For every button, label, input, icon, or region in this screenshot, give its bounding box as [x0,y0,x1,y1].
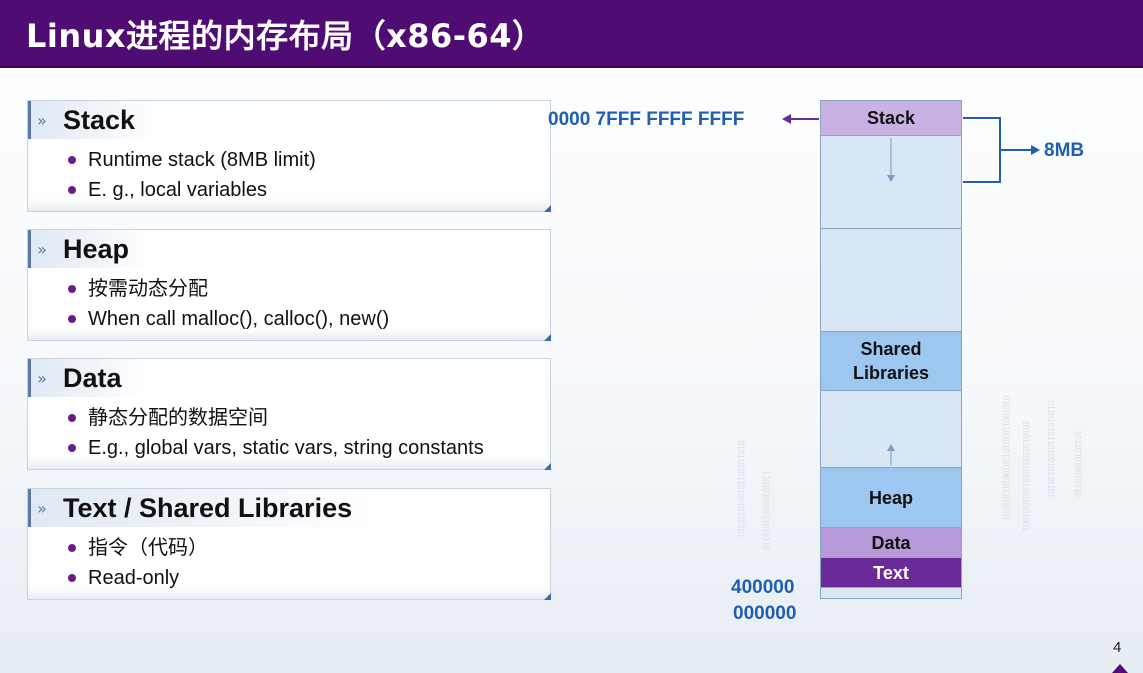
bullet-dot-icon [68,544,76,552]
memory-segment-base [820,587,962,599]
bullet-dot-icon [68,414,76,422]
background-binary-decoration: 1010110100101011010101001 [1020,420,1030,531]
card-header: » Data [28,359,144,397]
bullet-list: 指令（代码） Read-only [68,533,208,593]
double-chevron-icon: » [28,101,53,139]
list-item: 静态分配的数据空间 [68,403,484,433]
bullet-dot-icon [68,186,76,194]
bottom-address-line1: 400000 [731,577,795,598]
slide-header: Linux进程的内存布局（x86-64） [0,0,1143,68]
slide-title: Linux进程的内存布局（x86-64） [26,17,545,55]
background-binary-decoration: 0101101011010010110101 [735,440,745,538]
bullet-dot-icon [68,315,76,323]
list-item: 按需动态分配 [68,274,389,304]
bullet-text: Read-only [88,567,180,589]
card-header: » Stack [28,101,158,139]
memory-segment-heap: Heap [820,467,962,528]
list-item: Read-only [68,563,208,593]
bullet-list: 静态分配的数据空间 E.g., global vars, static vars… [68,403,484,463]
stack-grows-down-arrow-icon [887,138,895,182]
memory-segment-stack: Stack [820,100,962,136]
list-item: When call malloc(), calloc(), new() [68,304,389,334]
bullet-dot-icon [68,285,76,293]
bullet-dot-icon [68,156,76,164]
top-address-label: 0000 7FFF FFFF FFFF [548,109,745,130]
card-header: » Text / Shared Libraries [28,489,375,527]
bullet-list: Runtime stack (8MB limit) E. g., local v… [68,145,316,205]
heap-grows-up-arrow-icon [887,444,895,465]
double-chevron-icon: » [28,359,53,397]
heap-card: » Heap 按需动态分配 When call malloc(), calloc… [27,229,551,341]
list-item: E.g., global vars, static vars, string c… [68,433,484,463]
list-item: E. g., local variables [68,175,316,205]
stack-size-bracket-icon [963,117,1040,183]
bullet-dot-icon [68,444,76,452]
background-binary-decoration: 101101010010110 [1072,430,1082,497]
page-number: 4 [1113,639,1122,656]
card-title: Heap [63,233,130,264]
card-title: Data [63,362,122,393]
bullet-text: E. g., local variables [88,179,267,201]
bottom-address-line2: 000000 [733,603,797,624]
top-address-arrow-icon [782,114,819,124]
list-item: Runtime stack (8MB limit) [68,145,316,175]
bullet-dot-icon [68,574,76,582]
corner-triangle-icon [1112,664,1128,673]
double-chevron-icon: » [28,489,53,527]
bullet-text: E.g., global vars, static vars, string c… [88,437,484,459]
bullet-text: 指令（代码） [88,537,208,559]
bullet-list: 按需动态分配 When call malloc(), calloc(), new… [68,274,389,334]
text-card: » Text / Shared Libraries 指令（代码） Read-on… [27,488,551,600]
double-chevron-icon: » [28,230,53,268]
bullet-text: 静态分配的数据空间 [88,407,268,429]
memory-segment-unmapped [820,228,962,332]
bullet-text: When call malloc(), calloc(), new() [88,308,390,330]
bullet-text: 按需动态分配 [88,278,208,300]
stack-size-label: 8MB [1044,140,1085,161]
bullet-text: Runtime stack (8MB limit) [88,149,316,171]
data-card: » Data 静态分配的数据空间 E.g., global vars, stat… [27,358,551,470]
card-header: » Heap [28,230,152,268]
card-title: Text / Shared Libraries [63,492,353,523]
background-binary-decoration: 110101001011010110 [760,470,770,550]
background-binary-decoration: 0110101011010010110101 [1045,400,1055,498]
card-title: Stack [63,104,136,135]
list-item: 指令（代码） [68,533,208,563]
memory-segment-shared-libraries: Shared Libraries [820,331,962,391]
background-binary-decoration: 0101001101010110100101101010 [1000,395,1010,519]
stack-card: » Stack Runtime stack (8MB limit) E. g.,… [27,100,551,212]
